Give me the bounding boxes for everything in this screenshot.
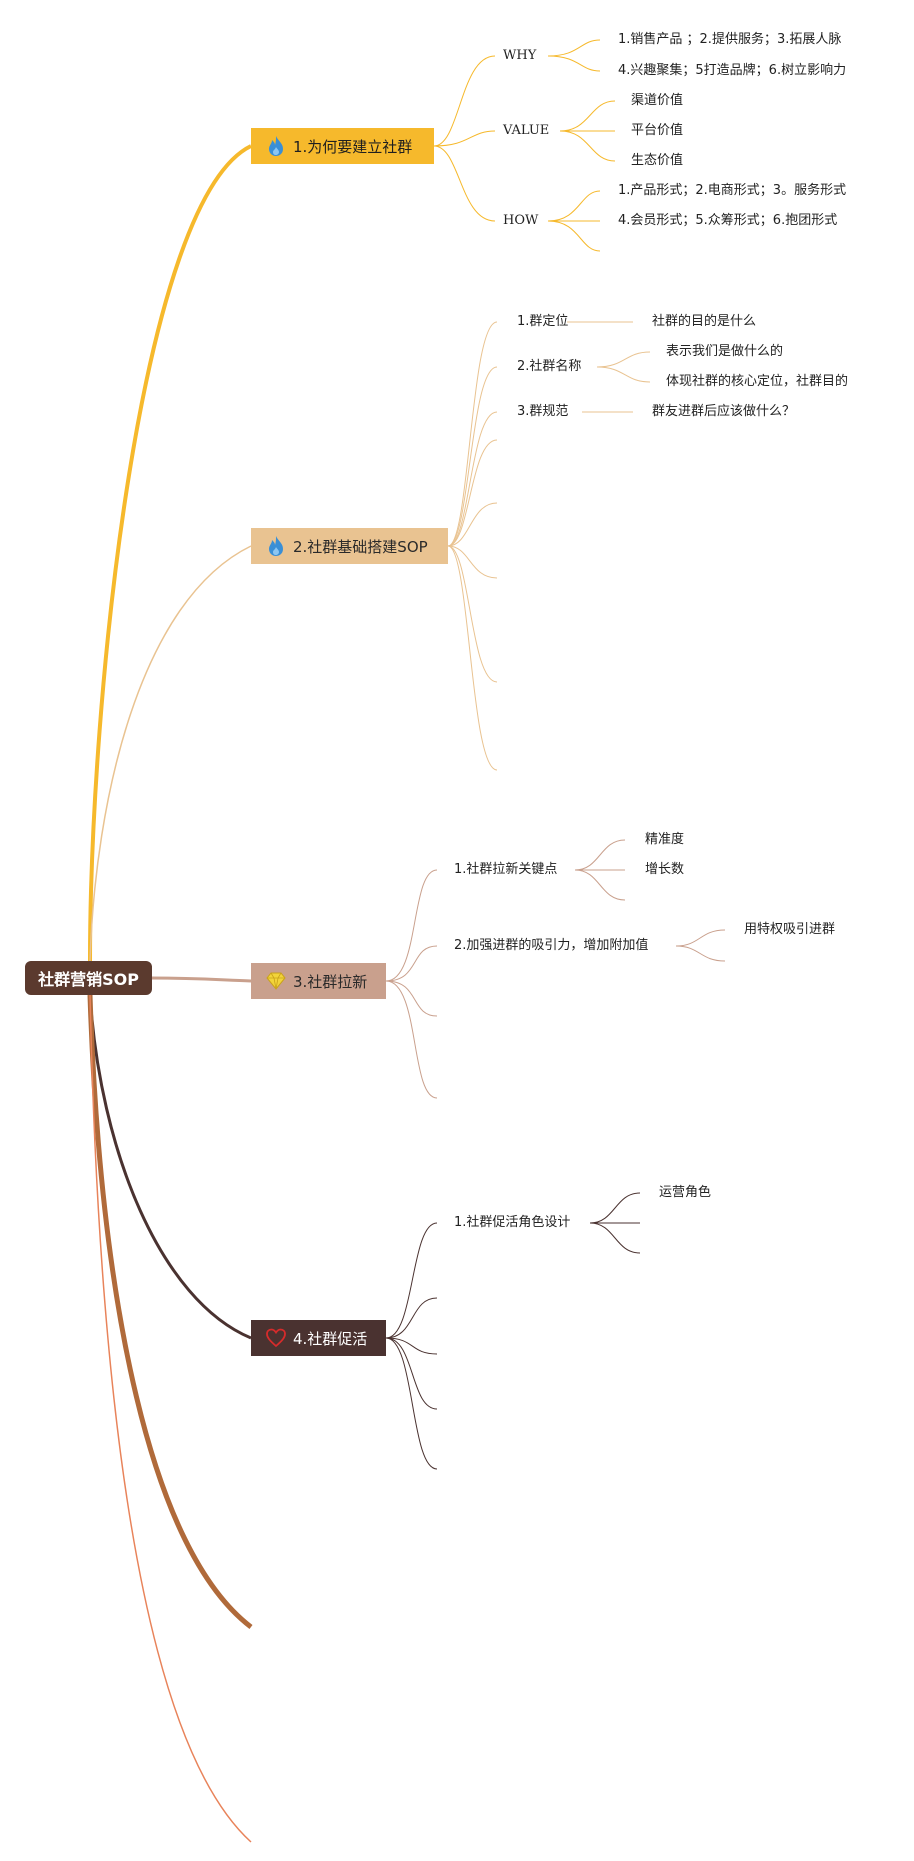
keypoints-item[interactable]: 增长数: [645, 862, 685, 877]
branch2-lines: [447, 321, 651, 771]
topic-label: 1.为何要建立社群: [293, 137, 413, 156]
branch-line-4: [88, 994, 252, 1340]
how-item[interactable]: 4.会员形式；5.众筹形式；6.抱团形式: [618, 213, 838, 228]
naming-item[interactable]: 体现社群的核心定位，社群目的: [666, 374, 849, 389]
why-label[interactable]: WHY: [503, 48, 537, 63]
attraction-item[interactable]: 用特权吸引进群: [744, 922, 836, 937]
rules-item[interactable]: 群友进群后应该做什么？: [652, 404, 796, 419]
why-item[interactable]: 1.销售产品 ；2.提供服务；3.拓展人脉: [618, 32, 842, 47]
topic-community-acquisition[interactable]: 3.社群拉新: [251, 963, 386, 999]
rules-label[interactable]: 3.群规范: [517, 404, 569, 419]
positioning-label[interactable]: 1.群定位: [517, 314, 569, 329]
fire-icon: [265, 135, 287, 157]
branch1-lines: [433, 39, 616, 252]
keypoints-item[interactable]: 精准度: [645, 832, 685, 847]
diamond-icon: [265, 970, 287, 992]
positioning-item[interactable]: 社群的目的是什么: [652, 314, 757, 329]
naming-item[interactable]: 表示我们是做什么的: [666, 344, 784, 359]
roles-item[interactable]: 运营角色: [659, 1185, 712, 1200]
branch-line-2: [89, 545, 252, 962]
how-label[interactable]: HOW: [503, 213, 539, 228]
heart-icon: [265, 1327, 287, 1349]
topic-why-build-community[interactable]: 1.为何要建立社群: [251, 128, 434, 164]
root-label: 社群营销SOP: [38, 970, 139, 989]
branch-line-1: [88, 144, 252, 962]
branch3-lines: [385, 839, 726, 1099]
value-item[interactable]: 渠道价值: [631, 93, 684, 108]
branch-line-5: [87, 994, 253, 1629]
topic-label: 2.社群基础搭建SOP: [293, 537, 428, 556]
fire-icon: [265, 535, 287, 557]
topic-community-activation[interactable]: 4.社群促活: [251, 1320, 386, 1356]
topic-basic-setup-sop[interactable]: 2.社群基础搭建SOP: [251, 528, 448, 564]
root-node[interactable]: 社群营销SOP: [25, 961, 152, 995]
attraction-label[interactable]: 2.加强进群的吸引力，增加附加值: [454, 938, 649, 953]
topic-label: 4.社群促活: [293, 1329, 368, 1348]
value-item[interactable]: 生态价值: [631, 153, 684, 168]
value-label[interactable]: VALUE: [503, 123, 550, 138]
branch4-lines: [385, 1192, 641, 1470]
value-item[interactable]: 平台价值: [631, 123, 684, 138]
how-item[interactable]: 1.产品形式；2.电商形式；3。服务形式: [618, 183, 847, 198]
branch-line-6: [89, 994, 252, 1843]
keypoints-label[interactable]: 1.社群拉新关键点: [454, 862, 558, 877]
naming-label[interactable]: 2.社群名称: [517, 359, 582, 374]
branch-line-3: [149, 976, 252, 983]
topic-label: 3.社群拉新: [293, 972, 368, 991]
roles-label[interactable]: 1.社群促活角色设计: [454, 1215, 571, 1230]
why-item[interactable]: 4.兴趣聚集；5打造品牌；6.树立影响力: [618, 63, 847, 78]
